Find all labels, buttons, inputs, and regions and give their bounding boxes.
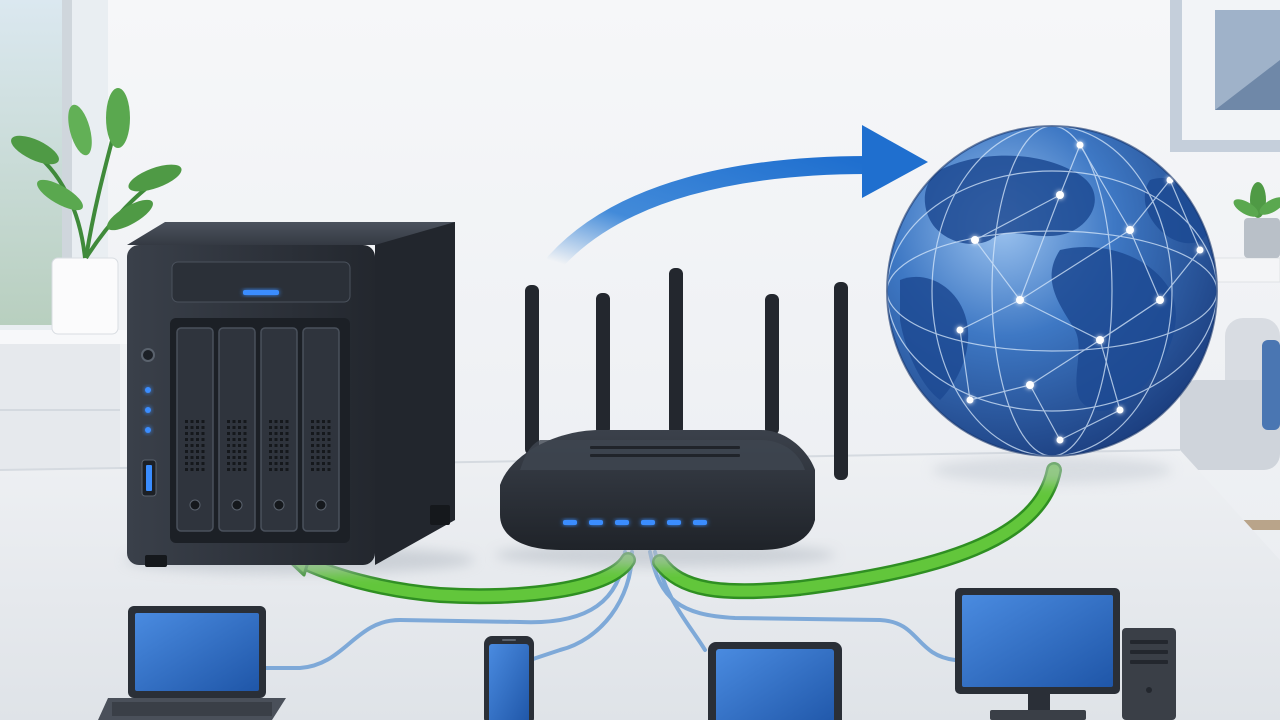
laptop-icon	[98, 606, 286, 720]
nas-server-icon	[125, 222, 475, 574]
globe-icon	[886, 125, 1218, 484]
drive-bay[interactable]	[302, 327, 340, 532]
router-status-leds	[563, 520, 707, 525]
cable-to-tablet	[648, 550, 957, 662]
antenna	[834, 282, 848, 480]
drive-bay[interactable]	[218, 327, 256, 532]
arrow-head-to-globe	[862, 125, 928, 198]
router-led	[693, 520, 707, 525]
small-potted-plant	[1244, 218, 1280, 258]
status-led	[145, 407, 151, 413]
router-led	[615, 520, 629, 525]
blue-upload-arrow	[546, 125, 928, 271]
wifi-router-icon	[495, 268, 848, 567]
status-led	[145, 427, 151, 433]
potted-plant	[11, 88, 182, 335]
router-led	[667, 520, 681, 525]
antenna	[669, 268, 683, 435]
network-cables	[260, 550, 957, 670]
router-antennas	[525, 268, 848, 480]
nas-status-leds	[145, 387, 151, 433]
cable-to-laptop	[260, 550, 627, 670]
router-led	[589, 520, 603, 525]
tablet-icon	[708, 642, 842, 720]
drive-bay[interactable]	[176, 327, 214, 532]
nas-drive-bays	[176, 327, 340, 532]
power-button[interactable]	[141, 348, 155, 362]
desktop-computer-icon	[955, 588, 1176, 720]
router-led	[563, 520, 577, 525]
status-led	[145, 387, 151, 393]
antenna	[525, 285, 539, 455]
sofa	[1180, 318, 1280, 530]
smartphone-icon	[484, 636, 534, 720]
antenna	[596, 293, 610, 435]
nas-top-led	[243, 290, 279, 295]
router-led	[641, 520, 655, 525]
drive-bay[interactable]	[260, 327, 298, 532]
antenna	[765, 294, 779, 435]
